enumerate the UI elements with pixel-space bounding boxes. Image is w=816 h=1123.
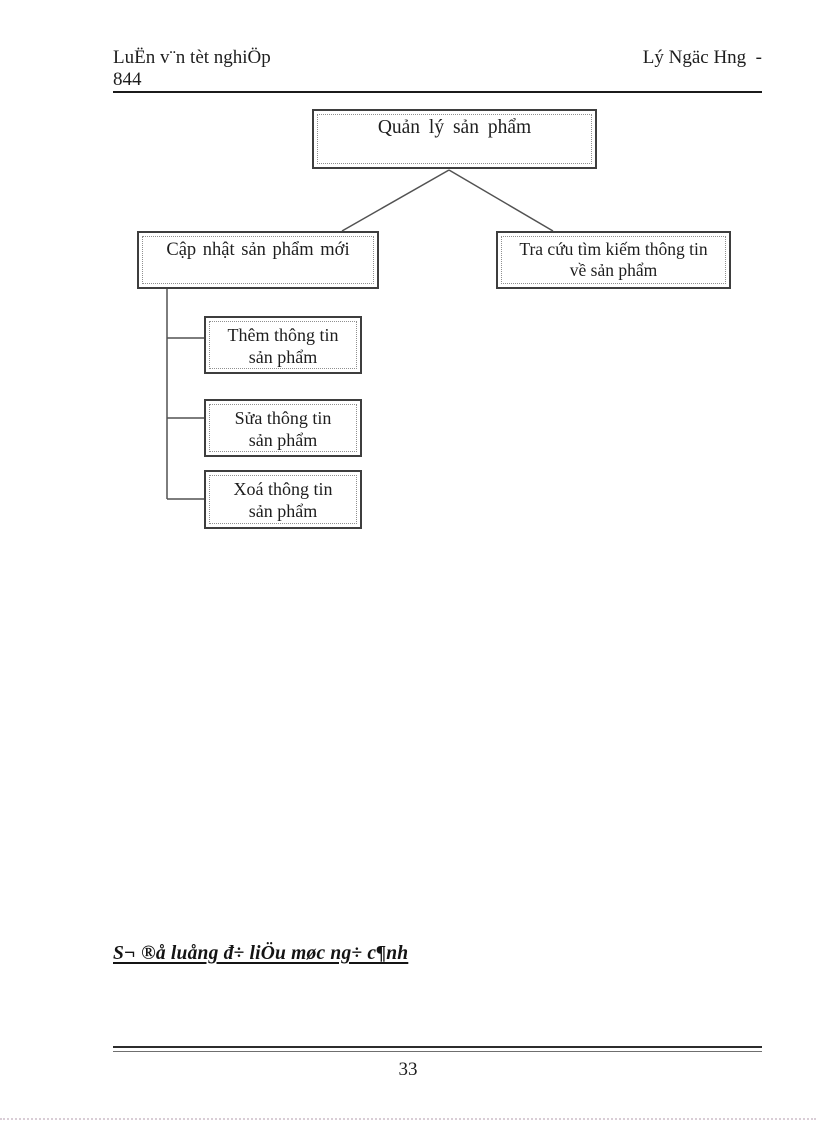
connector-root-to-search <box>448 169 554 232</box>
delete-info-label-line1: Xoá thông tin <box>233 479 333 499</box>
bottom-edge-dots <box>0 1118 816 1120</box>
section-caption: S¬ ®å luång đ÷ liÖu møc ng÷ c¶nh <box>113 943 409 964</box>
search-products-label-line1: Tra cứu tìm kiếm thông tin <box>519 239 708 259</box>
delete-info-label-line2: sản phẩm <box>248 501 318 521</box>
add-info-label-line2: sản phẩm <box>248 347 318 367</box>
root-box-label: Quản lý sản phẩm <box>317 114 592 164</box>
search-products-label-line2: về sản phẩm <box>569 260 658 280</box>
page-number: 33 <box>398 1059 418 1080</box>
search-products-box: Tra cứu tìm kiếm thông tin về sản phẩm <box>496 231 731 289</box>
connector-root-to-update <box>341 169 450 232</box>
edit-info-label-line1: Sửa thông tin <box>234 408 332 428</box>
add-info-box: Thêm thông tin sản phẩm <box>204 316 362 374</box>
footer-rule-thick <box>113 1046 762 1048</box>
add-info-label-line1: Thêm thông tin <box>227 325 339 345</box>
delete-info-box: Xoá thông tin sản phẩm <box>204 470 362 529</box>
root-box: Quản lý sản phẩm <box>312 109 597 169</box>
edit-info-box: Sửa thông tin sản phẩm <box>204 399 362 457</box>
header-left-number: 844 <box>113 69 142 90</box>
update-products-label: Cập nhật sản phẩm mới <box>142 236 374 284</box>
header-author: Lý Ngäc Hng - <box>642 47 762 68</box>
header-left-title: LuËn v¨n tèt nghiÖp <box>113 47 271 68</box>
footer-rule-thin <box>113 1051 762 1052</box>
header-rule <box>113 91 762 93</box>
edit-info-label-line2: sản phẩm <box>248 430 318 450</box>
update-products-box: Cập nhật sản phẩm mới <box>137 231 379 289</box>
diagram-connectors <box>166 169 554 500</box>
